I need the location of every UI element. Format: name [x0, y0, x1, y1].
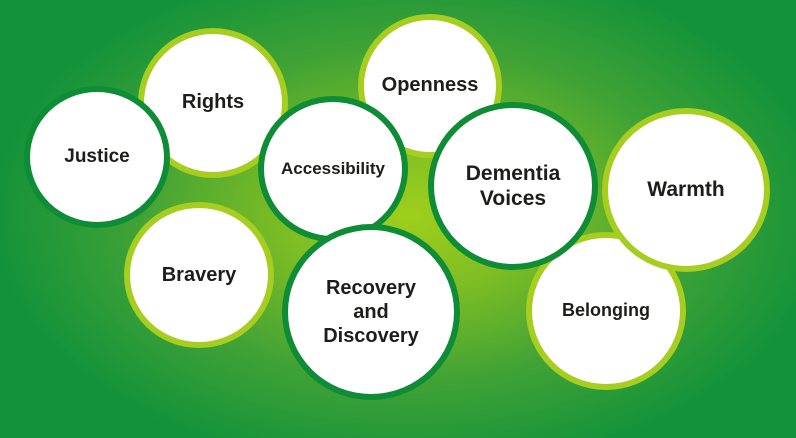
- value-label-warmth: Warmth: [647, 178, 725, 202]
- value-circle-bravery: Bravery: [124, 202, 274, 348]
- value-label-rights: Rights: [181, 91, 245, 113]
- value-label-belonging: Belonging: [562, 300, 650, 321]
- value-label-justice: Justice: [64, 145, 130, 167]
- value-circle-justice: Justice: [24, 86, 170, 228]
- value-label-recovery-and-discovery: Recovery and Discovery: [323, 277, 419, 347]
- value-circle-recovery-and-discovery: Recovery and Discovery: [282, 224, 460, 400]
- value-circle-dementia-voices: Dementia Voices: [428, 102, 598, 270]
- value-label-accessibility: Accessibility: [281, 158, 385, 178]
- value-circle-warmth: Warmth: [602, 108, 770, 272]
- value-circle-accessibility: Accessibility: [258, 96, 408, 242]
- value-label-bravery: Bravery: [161, 264, 237, 286]
- value-label-dementia-voices: Dementia Voices: [465, 161, 561, 210]
- value-label-openness: Openness: [381, 74, 479, 96]
